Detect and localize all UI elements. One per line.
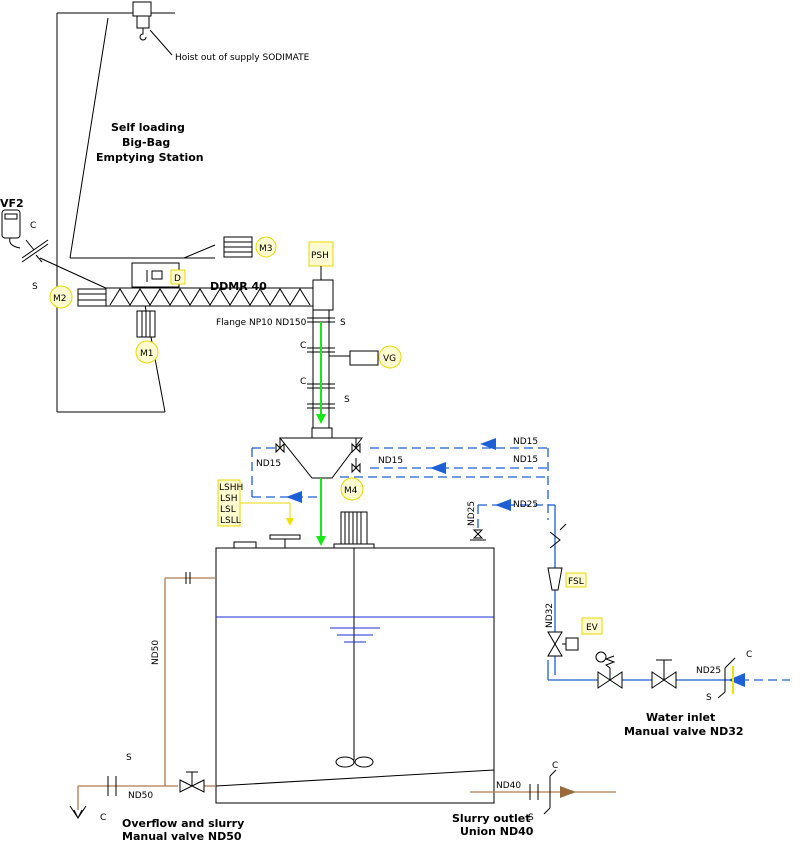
motor-m2: [77, 288, 107, 307]
station-label-3: Emptying Station: [96, 151, 204, 164]
nd15-label-3: ND15: [378, 456, 403, 466]
s-label-2: S: [344, 395, 350, 405]
vg-label: VG: [383, 354, 396, 364]
manual-valve: [651, 659, 677, 689]
overflow-line: [77, 577, 616, 810]
m3-tag: [255, 236, 277, 258]
ev-tag: [581, 617, 603, 635]
agitator-motor: [333, 511, 375, 549]
water-arrow-4: [495, 499, 511, 511]
c-label-2: C: [300, 377, 306, 387]
slurry-outlet-fittings: [529, 769, 557, 815]
nd50-label-2: ND50: [128, 791, 153, 801]
water-inlet-label-1: Water inlet: [646, 711, 715, 724]
overflow-s-label: S: [126, 753, 132, 763]
flow-arrow-lower: [316, 536, 326, 546]
water-lines: [251, 447, 549, 530]
vf2-remote-icon: [1, 209, 21, 249]
slurry-label-1: Slurry outlet: [452, 812, 531, 825]
slurry-tank: [215, 534, 495, 804]
nd15-label-2: ND15: [513, 437, 538, 447]
water-arrow-2: [430, 462, 446, 474]
vertical-chute: [307, 310, 379, 428]
m4-label: M4: [344, 486, 358, 496]
vf2-c-label: C: [30, 221, 36, 231]
overflow-label-2: Manual valve ND50: [122, 830, 242, 843]
vf2-s-label: S: [32, 282, 38, 292]
overflow-c-label: C: [100, 813, 106, 823]
fsl-label: FSL: [568, 577, 584, 587]
flow-switch: [547, 567, 563, 591]
lsll-label: LSLL: [220, 516, 241, 526]
water-arrow-3: [286, 491, 302, 503]
d-label: D: [174, 274, 181, 284]
station-label-1: Self loading: [111, 121, 185, 134]
water-inlet-arrow: [728, 673, 745, 687]
motor-m1: [136, 310, 156, 338]
m1-label: M1: [140, 349, 154, 359]
vf2-valve: [21, 239, 49, 263]
slurry-label-2: Union ND40: [460, 825, 534, 838]
solenoid-valve: [547, 631, 579, 657]
slurry-c-label: C: [552, 761, 558, 771]
water-c-label: C: [746, 650, 752, 660]
nd25-label-2: ND25: [467, 501, 477, 526]
water-main: [547, 504, 730, 681]
psh-label: PSH: [311, 251, 329, 261]
vg-tag: [378, 345, 402, 369]
level-symbol: [330, 627, 380, 643]
ddmr-label: DDMR 40: [210, 280, 267, 293]
m2-tag: [49, 285, 73, 309]
flange-label: Flange NP10 ND150: [216, 318, 307, 328]
level-leader: [240, 502, 291, 520]
level-arrow: [286, 518, 294, 526]
ev-label: EV: [586, 623, 599, 633]
nd25-label-3: ND25: [696, 666, 721, 676]
water-inlet-label-2: Manual valve ND32: [624, 725, 744, 738]
hopper-valves: [275, 438, 567, 549]
screw-conveyor: [105, 262, 334, 311]
hoist-leader: [149, 29, 173, 56]
overflow-label-1: Overflow and slurry: [122, 817, 244, 830]
wetting-hopper: [278, 427, 363, 479]
overflow-fittings: [69, 572, 191, 820]
lshh-label: LSHH: [219, 483, 243, 493]
slurry-arrow: [560, 786, 576, 798]
water-arrow-1: [480, 438, 496, 450]
m1-tag: [135, 340, 159, 364]
flow-arrow-upper: [316, 414, 326, 424]
water-inlet-fittings: [717, 657, 736, 699]
slurry-s-label: S: [528, 813, 534, 823]
s-label-1: S: [340, 318, 346, 328]
nd50-label-1: ND50: [151, 640, 161, 665]
nd40-label: ND40: [496, 781, 521, 791]
hoist-icon: [132, 1, 152, 41]
pressure-regulator: [595, 651, 623, 689]
psh-tag: [308, 241, 334, 267]
hoist-label: Hoist out of supply SODIMATE: [175, 53, 310, 63]
lsl-label: LSL: [220, 505, 236, 515]
d-tag: [170, 269, 186, 285]
m3-label: M3: [259, 244, 273, 254]
fsl-tag: [565, 572, 587, 588]
motor-m3: [223, 236, 253, 258]
m2-label: M2: [53, 294, 67, 304]
m4-tag: [340, 477, 364, 501]
lsh-label: LSH: [220, 494, 238, 504]
nd32-label: ND32: [545, 603, 555, 628]
bigbag-frame: [39, 12, 216, 413]
c-label-1: C: [300, 341, 306, 351]
vf2-label: VF2: [0, 197, 24, 210]
overflow-valve: [179, 771, 205, 793]
water-s-label: S: [706, 693, 712, 703]
station-label-2: Big-Bag: [122, 136, 170, 149]
nd25-label-1: ND25: [513, 500, 538, 510]
detector-d: [146, 270, 163, 282]
nd15-label-4: ND15: [513, 455, 538, 465]
nd15-label-1: ND15: [256, 459, 281, 469]
